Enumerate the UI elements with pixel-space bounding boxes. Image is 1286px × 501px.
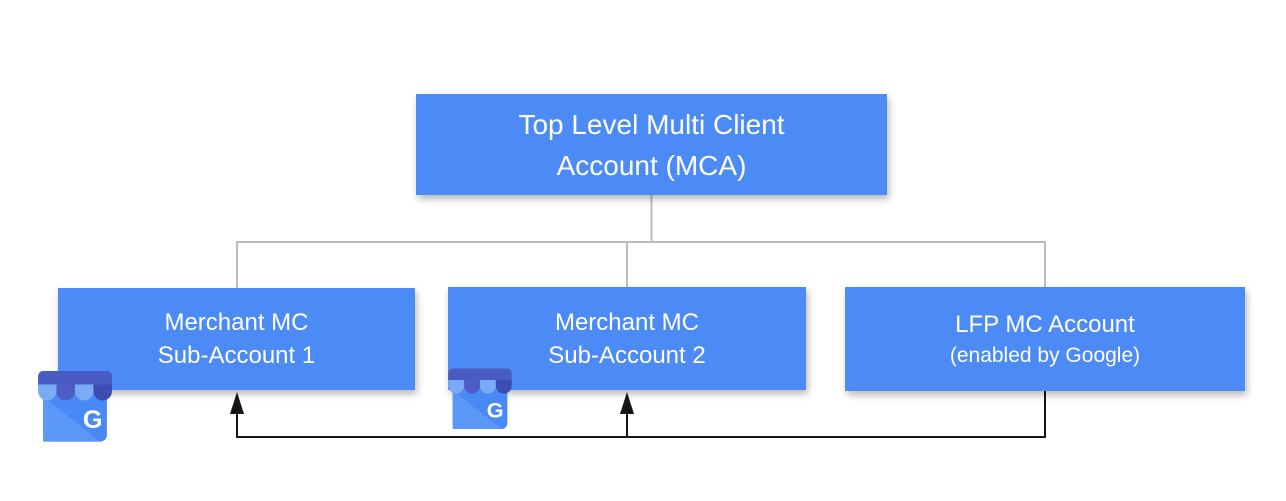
tree-connector-lines: [236, 195, 1046, 288]
node-label-line: Top Level Multi Client: [518, 108, 785, 140]
node-label-line: Sub-Account 2: [548, 341, 706, 369]
lfp-feed-arrow-lines: [236, 391, 1046, 438]
node-label-line: Merchant MC: [554, 308, 700, 336]
node-merchant-sub-account-2: Merchant MC Sub-Account 2: [448, 287, 806, 390]
arrowhead-to-sub2-icon: [620, 392, 634, 414]
node-label-line: LFP MC Account: [955, 310, 1135, 338]
node-merchant-sub-account-1: Merchant MC Sub-Account 1: [58, 288, 415, 390]
node-label-line: Merchant MC: [164, 309, 309, 336]
node-lfp-mc-account: LFP MC Account (enabled by Google): [845, 287, 1245, 391]
node-label-line: Sub-Account 1: [157, 342, 316, 369]
node-label-line: (enabled by Google): [949, 343, 1141, 367]
arrowhead-to-sub1-icon: [230, 392, 244, 414]
node-label-line: Account (MCA): [556, 149, 747, 181]
node-top-level-mca: Top Level Multi Client Account (MCA): [416, 94, 887, 195]
